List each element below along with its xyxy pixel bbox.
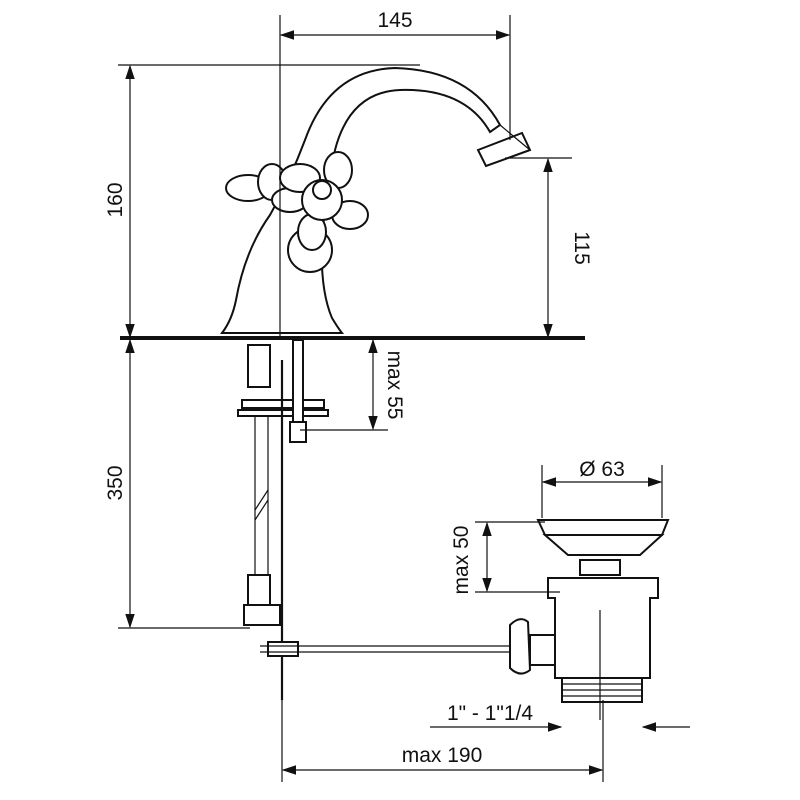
dim-label-160: 160 [104,182,127,217]
dim-spout-height: 115 [505,157,593,339]
dim-spout-reach: 145 [279,9,511,338]
dim-label-thread: 1" - 1"1/4 [447,702,533,725]
dim-pop-up-length: max 190 [281,700,604,782]
dim-label-145: 145 [377,9,412,32]
dim-drain-thread: 1" - 1"1/4 [430,702,690,732]
dim-label-115: 115 [570,231,593,264]
dim-drain-diameter: Ø 63 [541,458,663,518]
dim-label-d63: Ø 63 [579,458,625,481]
dim-deck-thickness: max 55 [300,338,406,431]
dim-hose-length: 350 [104,338,250,629]
dim-label-max50: max 50 [450,526,473,595]
right-cross-handle [279,151,369,273]
pop-up-rod [260,360,530,700]
faucet-body [219,66,532,334]
dim-label-350: 350 [104,465,127,500]
threaded-rod [289,339,307,443]
dim-total-height: 160 [104,64,420,339]
pop-up-drain [509,519,670,720]
dim-label-max190: max 190 [402,744,483,767]
dim-drain-height: max 50 [450,521,560,595]
dim-label-max55: max 55 [383,351,406,420]
